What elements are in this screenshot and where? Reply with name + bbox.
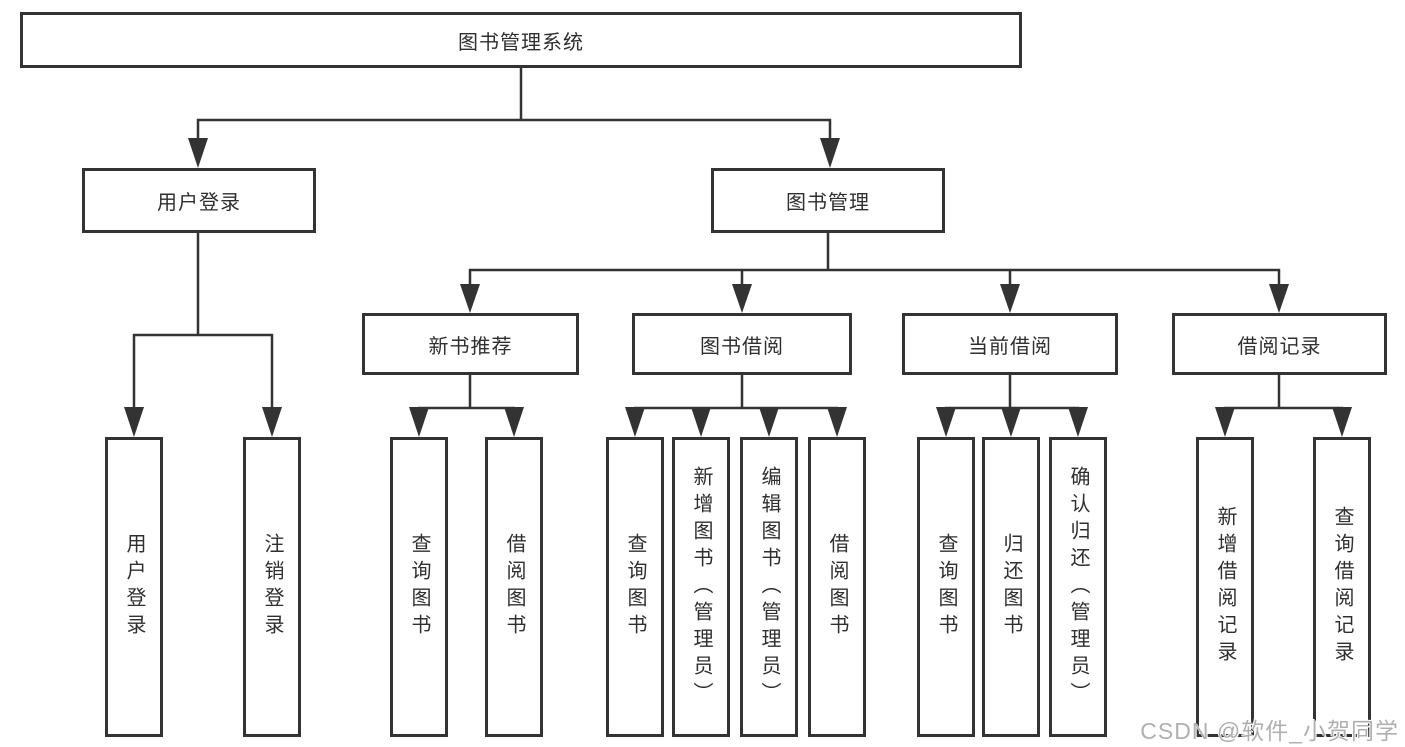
node-book-management: 图书管理 [711, 168, 945, 233]
node-label: 借阅图书 [826, 533, 848, 641]
arrow-down-icon [1000, 284, 1020, 313]
arrowheads [124, 138, 1352, 437]
node-library-management-system: 图书管理系统 [20, 12, 1022, 68]
node-label: 图书管理系统 [458, 31, 584, 54]
node-label: 确认归还（管理员） [1067, 465, 1089, 709]
node-label: 当前借阅 [968, 335, 1052, 358]
node-label: 新增图书（管理员） [690, 465, 712, 709]
leaf-query-borrow-record: 查询借阅记录 [1313, 437, 1371, 737]
arrow-down-icon [625, 407, 645, 437]
node-user-login: 用户登录 [82, 168, 316, 233]
leaf-add-borrow-record: 新增借阅记录 [1196, 437, 1254, 737]
node-book-borrowing: 图书借阅 [632, 313, 852, 375]
connector-current-borrow-split [945, 375, 1079, 410]
connector-new-book-split [418, 375, 515, 410]
arrow-down-icon [460, 284, 480, 313]
arrow-down-icon [1269, 284, 1289, 313]
arrow-down-icon [1332, 407, 1352, 437]
leaf-user-login: 用户登录 [105, 437, 163, 737]
arrow-down-icon [504, 407, 524, 437]
node-label: 查询图书 [935, 533, 957, 641]
arrow-down-icon [691, 407, 711, 437]
arrow-down-icon [759, 407, 779, 437]
leaf-return-books: 归还图书 [982, 437, 1040, 737]
leaf-query-books-borrow: 查询图书 [606, 437, 664, 737]
connector-user-login-split [132, 233, 274, 408]
arrow-down-icon [1001, 407, 1021, 437]
leaf-borrow-books: 借阅图书 [808, 437, 866, 737]
node-label: 用户登录 [157, 192, 241, 214]
leaf-confirm-return-admin: 确认归还（管理员） [1049, 437, 1107, 737]
node-label: 注销登录 [261, 533, 283, 641]
node-label: 查询图书 [624, 533, 646, 641]
connector-root-split [196, 68, 832, 141]
arrow-down-icon [1215, 407, 1235, 437]
node-label: 用户登录 [123, 533, 145, 641]
arrow-down-icon [1068, 407, 1088, 437]
leaf-edit-books-admin: 编辑图书（管理员） [740, 437, 798, 737]
leaf-query-books-recommend: 查询图书 [390, 437, 448, 737]
csdn-watermark: CSDN @软件_小贺同学 [1140, 718, 1399, 744]
arrow-down-icon [827, 407, 847, 437]
node-new-book-recommendation: 新书推荐 [362, 313, 579, 375]
arrow-down-icon [262, 407, 282, 437]
arrow-down-icon [124, 407, 144, 437]
node-label: 编辑图书（管理员） [758, 465, 780, 709]
leaf-borrow-books-recommend: 借阅图书 [485, 437, 543, 737]
arrow-down-icon [936, 407, 956, 437]
leaf-add-books-admin: 新增图书（管理员） [672, 437, 730, 737]
arrow-down-icon [732, 284, 752, 313]
node-label: 借阅图书 [503, 533, 525, 641]
node-label: 新增借阅记录 [1214, 506, 1236, 668]
arrow-down-icon [820, 138, 840, 168]
leaf-query-books-current: 查询图书 [917, 437, 975, 737]
node-label: 查询借阅记录 [1331, 506, 1353, 668]
connector-borrow-record-split [1224, 375, 1343, 410]
connector-book-borrow-split [634, 375, 838, 410]
arrow-down-icon [188, 138, 208, 168]
node-borrowing-records: 借阅记录 [1172, 313, 1387, 375]
node-label: 归还图书 [1000, 533, 1022, 641]
leaf-logout: 注销登录 [243, 437, 301, 737]
node-label: 图书借阅 [700, 335, 784, 358]
node-label: 借阅记录 [1237, 335, 1322, 358]
arrow-down-icon [409, 407, 429, 437]
node-label: 图书管理 [786, 192, 870, 214]
node-label: 查询图书 [408, 533, 430, 641]
connector-book-mgmt-split [468, 233, 1281, 285]
node-label: 新书推荐 [428, 335, 513, 358]
node-current-borrowing: 当前借阅 [902, 313, 1118, 375]
